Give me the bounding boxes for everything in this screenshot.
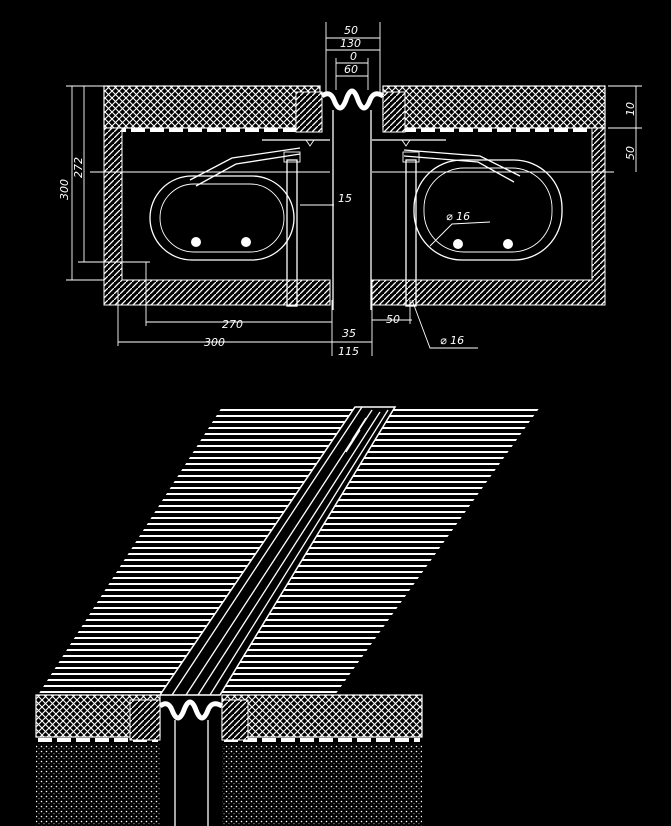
dim-top-50: 50 [344,24,358,37]
expansion-gap [334,110,370,310]
dim-300: 300 [204,336,225,349]
right-anchor-loop [413,159,563,261]
right-surface-layer [382,85,606,129]
dim-right-10: 10 [624,102,637,116]
dim-height-300: 300 [58,179,71,200]
dim-50-right: 50 [386,313,400,326]
dim-right-50: 50 [624,146,637,160]
dim-35: 35 [342,327,356,340]
dim-270: 270 [222,318,243,331]
left-concrete-block [103,127,331,306]
cross-section [66,22,642,356]
front-seal-profile [158,699,224,721]
dim-top-130: 130 [340,37,361,50]
dim-dia-bottom: ⌀ 16 [440,334,464,347]
dim-top-0: 0 [350,50,357,63]
dim-height-272: 272 [72,157,85,178]
perspective-view [35,406,540,826]
left-surface-layer [103,85,321,129]
dim-top-60: 60 [344,63,358,76]
left-anchor-loop [149,175,295,261]
front-right-surface [221,694,423,738]
right-concrete-block [371,127,606,306]
dim-115: 115 [338,345,359,358]
rubber-seal-profile [320,88,385,111]
dim-dia-left: ⌀ 16 [446,210,470,223]
dim-15: 15 [338,192,352,205]
